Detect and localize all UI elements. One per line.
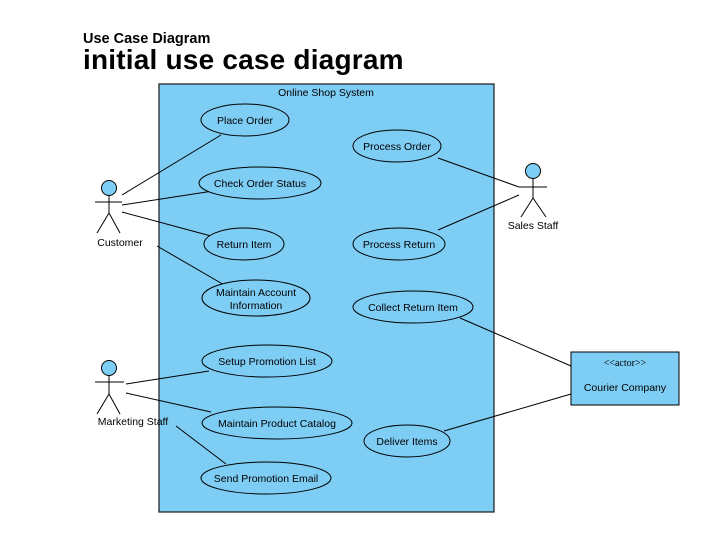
actor-label: Courier Company	[584, 382, 667, 394]
use-case-label: Maintain Product Catalog	[218, 418, 336, 430]
actor-label: Sales Staff	[508, 220, 559, 232]
use-case-label: Place Order	[217, 115, 274, 127]
use-case-collect-return-item[interactable]: Collect Return Item	[352, 290, 474, 324]
assoc-customer-maintain-account	[156, 245, 227, 287]
use-case-label: Deliver Items	[376, 436, 437, 448]
actor-sales-staff[interactable]: Sales Staff	[508, 163, 559, 233]
assoc-customer-return-item	[121, 211, 212, 237]
use-case-label: Collect Return Item	[368, 302, 458, 314]
use-case-place-order[interactable]: Place Order	[200, 103, 290, 137]
actor-customer[interactable]: Customer	[95, 180, 143, 250]
use-case-label: Process Order	[363, 141, 431, 153]
diagram-title: initial use case diagram	[83, 44, 404, 75]
assoc-sales-process-order	[437, 157, 520, 188]
use-case-process-return[interactable]: Process Return	[352, 227, 446, 261]
assoc-marketing-send-promotion	[175, 425, 227, 465]
use-case-label-line-1: Maintain Account	[216, 287, 296, 299]
assoc-courier-collect-return	[459, 317, 572, 367]
use-case-process-order[interactable]: Process Order	[352, 129, 442, 163]
use-case-label: Send Promotion Email	[214, 473, 318, 485]
use-case-label: Setup Promotion List	[218, 356, 316, 368]
use-case-label: Return Item	[217, 239, 272, 251]
assoc-courier-deliver-items	[443, 393, 572, 432]
use-case-label: Check Order Status	[214, 178, 306, 190]
use-case-label: Process Return	[363, 239, 436, 251]
system-name: Online Shop System	[278, 87, 374, 99]
assoc-sales-process-return	[437, 194, 520, 231]
use-case-return-item[interactable]: Return Item	[203, 227, 285, 261]
actor-label: Customer	[97, 237, 143, 249]
use-case-send-promotion-email[interactable]: Send Promotion Email	[200, 461, 332, 495]
stick-figure-icon	[95, 360, 124, 415]
associations	[121, 134, 572, 465]
assoc-customer-place-order	[121, 134, 222, 196]
actor-courier-company[interactable]: <<actor>> Courier Company	[570, 351, 680, 406]
actor-label: Marketing Staff	[98, 416, 169, 428]
use-case-maintain-product-catalog[interactable]: Maintain Product Catalog	[201, 406, 353, 440]
diagram-subtitle: Use Case Diagram	[83, 31, 211, 47]
use-case-label-line-2: Information	[230, 300, 283, 312]
use-case-deliver-items[interactable]: Deliver Items	[363, 424, 451, 458]
use-case-check-order-status[interactable]: Check Order Status	[198, 166, 322, 200]
stick-figure-icon	[95, 180, 122, 234]
assoc-marketing-maintain-catalog	[125, 392, 212, 413]
actor-stereotype: <<actor>>	[604, 358, 647, 369]
assoc-customer-check-status	[121, 190, 214, 206]
actor-marketing-staff[interactable]: Marketing Staff	[95, 360, 169, 429]
use-case-setup-promotion-list[interactable]: Setup Promotion List	[201, 344, 333, 378]
use-case-maintain-account-information[interactable]: Maintain Account Information	[201, 279, 311, 317]
courier-box	[570, 351, 680, 406]
assoc-marketing-setup-promotion	[125, 370, 210, 385]
stick-figure-icon	[519, 163, 547, 218]
